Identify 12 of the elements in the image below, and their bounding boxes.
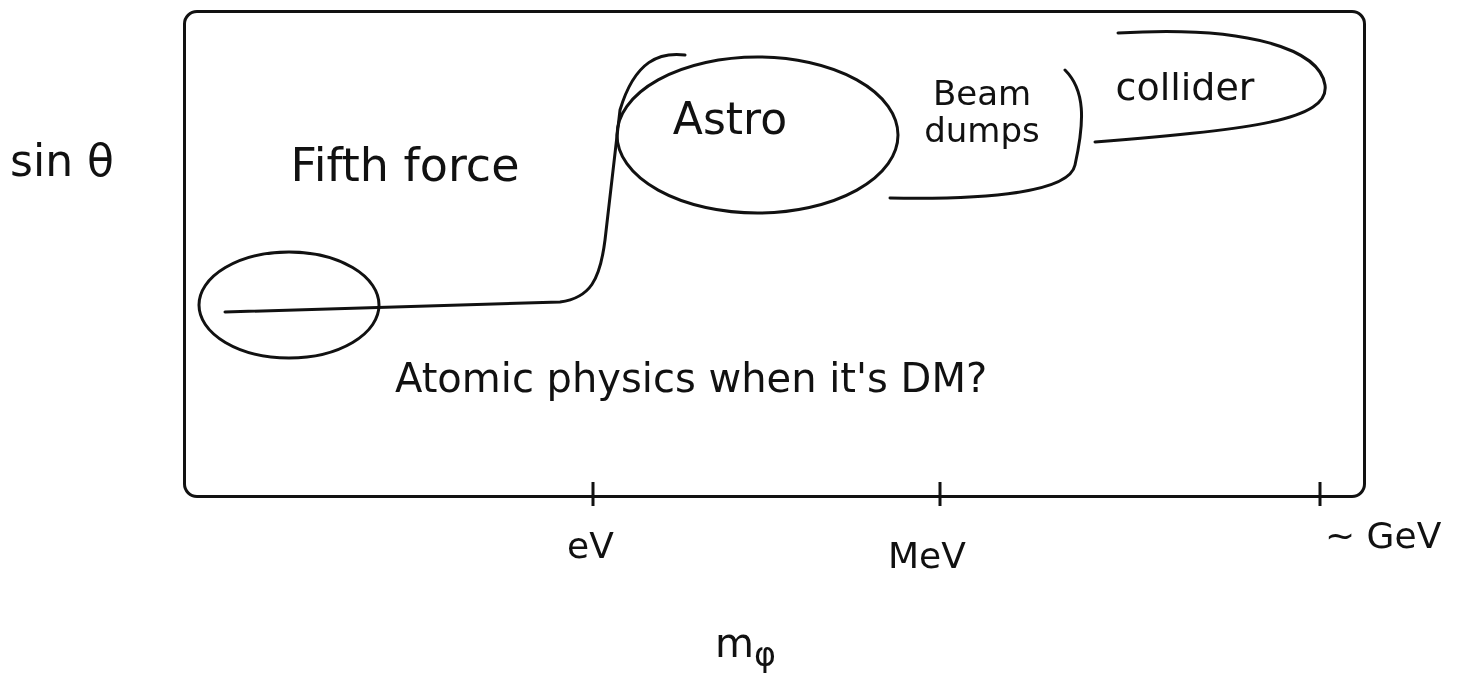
axis-label: m$_{φ}$ [715,620,776,674]
tick-label: ~ GeV [1325,515,1442,556]
axis-label: sin θ [10,135,114,186]
region-label: Astro [671,95,789,144]
tick-label: MeV [888,535,966,576]
ellipse-region [197,250,381,360]
tick-label: eV [567,525,614,566]
region-label: Fifth force [289,140,521,191]
ellipse-region [615,55,900,215]
region-label: collider [1114,67,1256,109]
region-label: Beam dumps [923,75,1041,150]
annotation-text: Atomic physics when it's DM? [395,355,988,401]
